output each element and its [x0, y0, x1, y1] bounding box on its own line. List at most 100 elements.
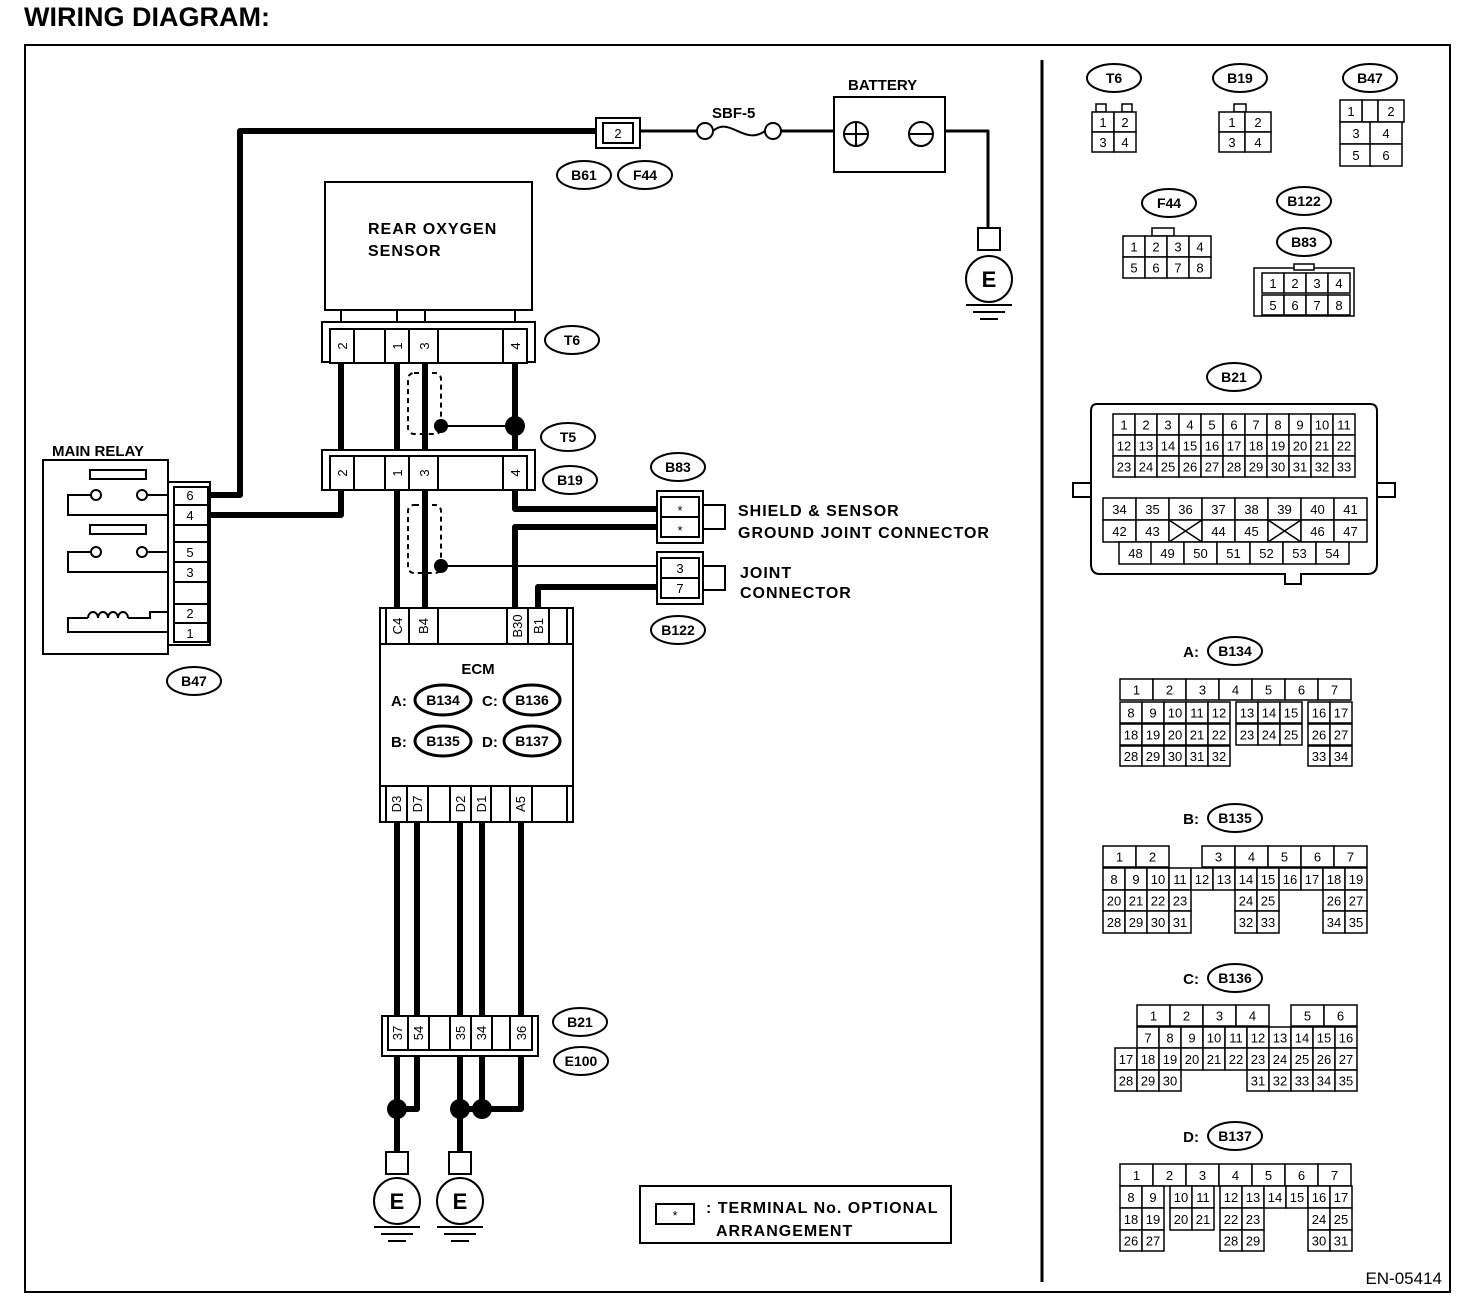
fuse-label: SBF-5: [712, 105, 755, 122]
b-pin: 26: [1327, 894, 1341, 909]
connector-label-b61: B61: [571, 167, 597, 183]
d-pin: 3: [1199, 1168, 1206, 1183]
a-pin: 24: [1262, 728, 1276, 743]
b21-pin: 4: [1186, 418, 1193, 433]
b-pin: 35: [1349, 915, 1363, 930]
connector-label-f44-oval: [617, 160, 673, 190]
a-pin: 29: [1146, 749, 1160, 764]
b21-pin: 17: [1227, 439, 1241, 454]
b-pin: 29: [1129, 915, 1143, 930]
connector-label-b47-oval: [166, 666, 222, 696]
b-pin: 28: [1107, 915, 1121, 930]
pinout-b21: B21: [1221, 369, 1247, 385]
d-pin: 30: [1312, 1234, 1326, 1249]
b47-pin: 1: [1347, 104, 1354, 119]
c-pin: 18: [1141, 1052, 1155, 1067]
b21-pin: 13: [1139, 439, 1153, 454]
d-pin: 17: [1334, 1190, 1348, 1205]
b21-term-pin: 54: [411, 1026, 426, 1040]
b-pin: 15: [1261, 872, 1275, 887]
ecm-prefix-d: D:: [482, 734, 498, 751]
legend-symbol: *: [672, 1208, 677, 1223]
a-pin: 10: [1168, 706, 1182, 721]
connector-label-b47: B47: [181, 673, 207, 689]
connector-label-b19: B19: [557, 472, 583, 488]
c-pin: 21: [1207, 1052, 1221, 1067]
c-pin: 5: [1304, 1009, 1311, 1024]
connector-label-t6: T6: [564, 332, 581, 348]
d-pin: 1: [1133, 1168, 1140, 1183]
d-pin: 25: [1334, 1212, 1348, 1227]
page-title: WIRING DIAGRAM:: [24, 2, 270, 32]
ground-battery: E: [965, 227, 1013, 320]
b122-pin: 3: [1313, 276, 1320, 291]
a-pin: 6: [1298, 683, 1305, 698]
c-pin: 4: [1249, 1009, 1256, 1024]
connector-label-b21-oval: [552, 1007, 608, 1037]
b19-pin: 1: [1228, 115, 1235, 130]
pinout-b19-oval: [1212, 63, 1268, 93]
connector-label-e100-oval: [553, 1046, 609, 1076]
b21-term-pin: 37: [390, 1026, 405, 1040]
b-pin: 25: [1261, 894, 1275, 909]
a-pin: 16: [1312, 706, 1326, 721]
ecm-conn-d-oval: [502, 724, 562, 758]
c-pin: 29: [1141, 1074, 1155, 1089]
connector-label-b61-oval: [556, 160, 612, 190]
c-pin: 1: [1150, 1009, 1157, 1024]
relay-pin: 4: [186, 508, 193, 523]
pinout-b134-oval: [1207, 636, 1263, 666]
c-pin: 7: [1144, 1031, 1151, 1046]
b21-pin: 41: [1343, 502, 1357, 517]
t6-pin: 2: [1121, 115, 1128, 130]
b21-pin: 16: [1205, 439, 1219, 454]
a-pin: 23: [1240, 728, 1254, 743]
b19-pin: 4: [1254, 135, 1261, 150]
a-pin: 26: [1312, 728, 1326, 743]
c-pin: 19: [1163, 1052, 1177, 1067]
f44-pin: 2: [1152, 240, 1159, 255]
connector-label-f44: F44: [633, 167, 657, 183]
b21-pin: 31: [1293, 460, 1307, 475]
a-pin: 15: [1284, 706, 1298, 721]
b21-pin: 23: [1117, 460, 1131, 475]
b122-pin: 2: [1291, 276, 1298, 291]
c-pin: 23: [1251, 1052, 1265, 1067]
legend-line1: : TERMINAL No. OPTIONAL: [706, 1200, 938, 1217]
t6-pin: 2: [335, 342, 350, 349]
b19-pin: 1: [390, 469, 405, 476]
b21-term-pin: 34: [474, 1026, 489, 1040]
pinout-t6: T6: [1106, 70, 1123, 86]
b21-pin: 30: [1271, 460, 1285, 475]
d-pin: 28: [1224, 1234, 1238, 1249]
a-pin: 3: [1199, 683, 1206, 698]
connector-label-b83: B83: [665, 459, 691, 475]
d-pin: 2: [1166, 1168, 1173, 1183]
ecm-conn-c: B136: [515, 692, 549, 708]
b-pin: 6: [1314, 850, 1321, 865]
shield-label-2: GROUND JOINT CONNECTOR: [738, 525, 990, 542]
b83-pin: *: [677, 523, 682, 538]
b21-pin: 50: [1193, 546, 1207, 561]
b21-pin: 52: [1259, 546, 1273, 561]
b21-pin: 44: [1211, 524, 1225, 539]
f44-pin: 4: [1196, 240, 1203, 255]
d-pin: 18: [1124, 1212, 1138, 1227]
main-relay-label: MAIN RELAY: [52, 443, 144, 460]
b21-pin: 22: [1337, 439, 1351, 454]
pinout-b134-prefix: A:: [1183, 644, 1199, 661]
sensor-label-1: REAR OXYGEN: [368, 221, 497, 238]
b21-pin: 9: [1296, 418, 1303, 433]
rear-oxygen-sensor: REAR OXYGEN SENSOR: [324, 181, 533, 311]
ecm-conn-a: B134: [426, 692, 460, 708]
d-pin: 27: [1146, 1234, 1160, 1249]
ecm-prefix-c: C:: [482, 693, 498, 710]
pinout-b83: B83: [1291, 234, 1317, 250]
c-pin: 34: [1317, 1074, 1331, 1089]
ground-left: E: [373, 1151, 421, 1242]
a-pin: 8: [1127, 706, 1134, 721]
connector-label-b122-oval: [650, 615, 706, 645]
diagram-frame: [24, 44, 1451, 1293]
c-pin: 17: [1119, 1052, 1133, 1067]
ground-symbol: E: [453, 1189, 468, 1214]
